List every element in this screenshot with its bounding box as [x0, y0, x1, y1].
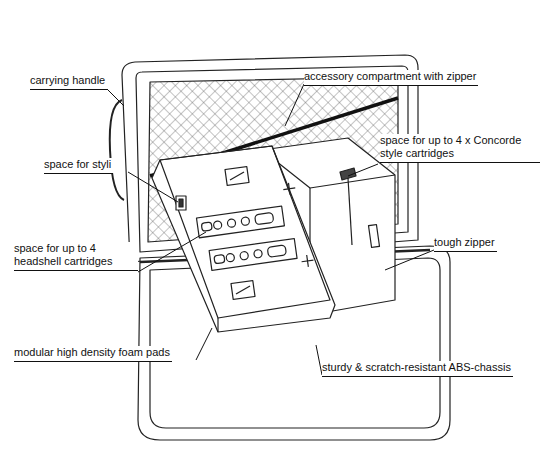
callout-label: space for up to 4 x Concorde style cartr…	[380, 134, 540, 163]
callout-label: sturdy & scratch-resistant ABS-chassis	[322, 361, 513, 377]
callout-label: accessory compartment with zipper	[304, 70, 478, 86]
callout-label: space for up to 4 headshell cartridges	[14, 242, 138, 271]
callout-label: carrying handle	[30, 74, 107, 90]
callout-label: modular high density foam pads	[14, 346, 172, 362]
callout-label: space for styli	[44, 158, 113, 174]
callout-label: tough zipper	[434, 236, 497, 252]
